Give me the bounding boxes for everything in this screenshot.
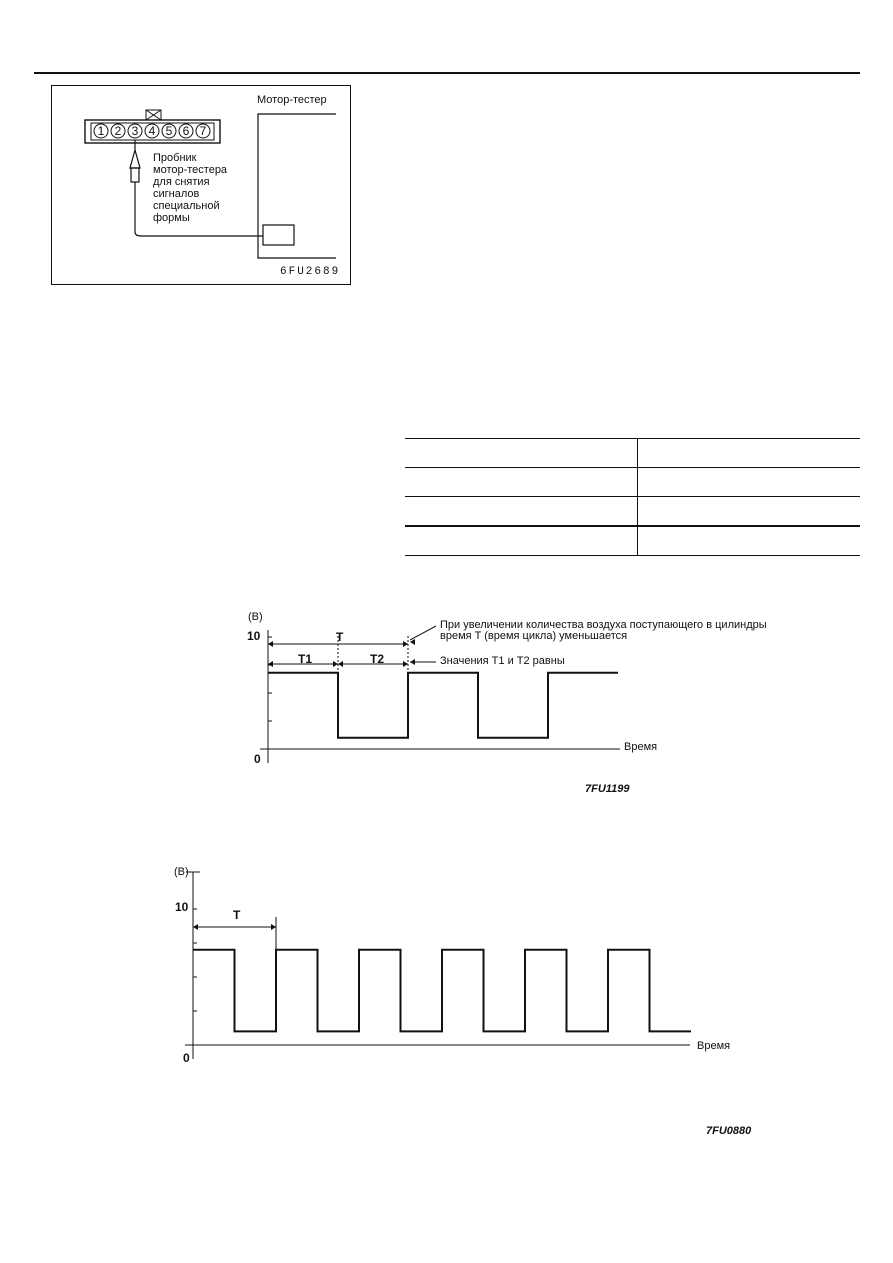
table-row [405,496,860,526]
waveform-chart-1 [260,625,620,763]
t1-arrow-right [333,661,338,667]
t1-arrow-left [268,661,273,667]
period-arrow-right [403,641,408,647]
note-leader-equal-head [410,659,415,665]
pin-7: 7 [199,124,207,138]
period-arrow-left [193,924,198,930]
connector-diagram [51,85,351,285]
header-rule [34,72,860,74]
chart2-ytick-10: 10 [175,900,189,914]
chart1-note-period: При увеличении количества воздуха поступ… [440,619,767,642]
chart2-figure-code: 7FU0880 [706,1125,752,1137]
figure-code: 6FU2689 [280,266,341,278]
chart1-xlabel: Время [624,741,658,753]
chart1-ytick-0: 0 [254,752,261,766]
chart2-ytick-0: 0 [183,1051,190,1065]
chart1-label-T2: T2 [370,652,385,666]
t2-arrow-right [403,661,408,667]
chart2-ylabel: (В) [174,866,189,878]
chart1-figure-code: 7FU1199 [585,783,630,795]
waveform-series [193,948,691,1033]
chart1-ytick-10: 10 [247,629,261,643]
waveform-chart-2 [185,871,691,1059]
note-leader-period-head [410,639,415,645]
table-row [405,438,860,468]
table-row [405,525,860,556]
pin-6: 6 [182,124,190,138]
chart1-note-equal: Значения T1 и T2 равны [440,655,565,667]
pin-5: 5 [165,124,173,138]
table-row [405,467,860,497]
pin-2: 2 [114,124,122,138]
connector-diagram-drawing [84,109,336,259]
pin-4: 4 [148,124,156,138]
chart1-label-T1: T1 [298,652,313,666]
pin-3: 3 [131,124,139,138]
t2-arrow-left [338,661,343,667]
tester-label: Мотор-тестер [257,94,327,106]
probe-label: Пробник мотор-тестера для снятия сигнало… [153,152,228,224]
chart1-ylabel: (В) [248,611,263,623]
period-arrow-right [271,924,276,930]
chart2-label-T: T [233,908,241,922]
chart2-xlabel: Время [697,1040,731,1052]
period-arrow-left [268,641,273,647]
chart1-label-T: T [336,630,344,644]
waveform-series [268,671,618,739]
note-leader-period [409,625,437,641]
spec-table [405,438,860,556]
pin-1: 1 [97,124,105,138]
